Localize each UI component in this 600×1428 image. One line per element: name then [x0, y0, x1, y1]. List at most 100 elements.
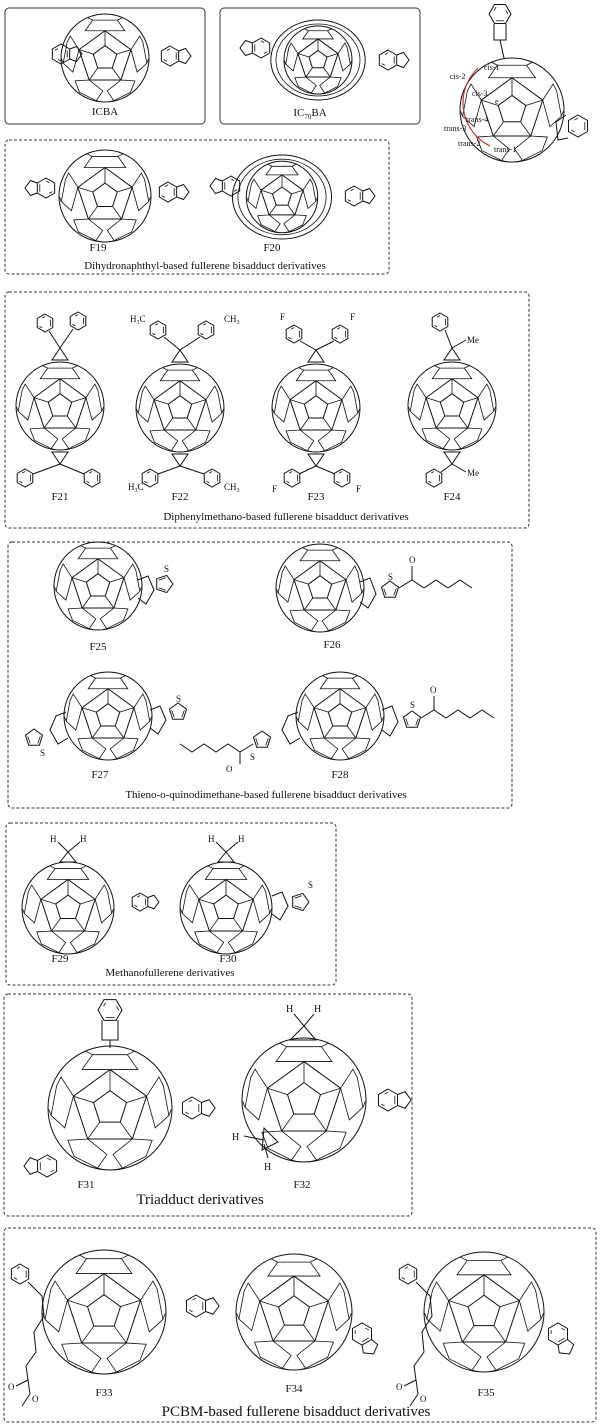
cyclopropane — [443, 451, 461, 465]
fullerene-cage — [242, 1038, 366, 1162]
ring-bridge — [271, 891, 289, 921]
compound-label: F23 — [307, 491, 325, 503]
fullerene-cage — [180, 862, 272, 954]
compound-label: F34 — [285, 1383, 303, 1395]
c70-cage — [271, 20, 365, 100]
cyclopropane — [171, 349, 189, 363]
sulfur-label: S — [164, 564, 169, 574]
methyl-label: H3C — [130, 314, 146, 326]
hydrogen-label: H — [264, 1162, 271, 1173]
panel-ic70ba: IC70BA — [219, 7, 421, 125]
fullerene-cage — [59, 150, 151, 242]
methyl-label: CH3 — [224, 482, 240, 494]
isomer-label-trans4: trans-4 — [466, 115, 488, 124]
panel-border — [4, 139, 390, 275]
ester-bond — [415, 1379, 419, 1395]
ring-bridge — [149, 705, 167, 735]
bond — [315, 465, 336, 475]
cyclopropane — [307, 453, 325, 467]
compound-label: F31 — [77, 1179, 94, 1191]
bond — [451, 339, 467, 349]
phenyl-ring — [17, 469, 33, 487]
benzo-ring-top — [489, 4, 511, 23]
panel-caption: Diphenylmethano-based fullerene bisadduc… — [163, 511, 408, 523]
bond — [59, 328, 74, 349]
fullerene-cage — [42, 1250, 166, 1374]
thiophene-ring — [169, 703, 186, 719]
carbonyl — [403, 1379, 417, 1387]
bond — [32, 463, 61, 475]
sulfur-label: S — [176, 694, 181, 704]
indene-ring — [132, 893, 159, 911]
oxygen-label: O — [409, 555, 416, 565]
hexanoyl-chain — [179, 743, 254, 753]
compound-label: F26 — [323, 639, 341, 651]
fullerene-cage — [16, 362, 104, 450]
panel-icba: ICBA — [4, 8, 206, 125]
panel-border — [3, 993, 413, 1217]
compound-label: F19 — [89, 242, 107, 254]
indene-right — [161, 46, 191, 66]
indene-left — [24, 1155, 57, 1177]
ring-bridge — [49, 711, 69, 745]
fullerene-cage — [61, 14, 149, 102]
tolyl-ring — [142, 469, 158, 487]
cyclopropane — [443, 347, 461, 361]
compound-label: F28 — [331, 769, 349, 781]
benzo-ring-top — [98, 1000, 122, 1021]
panel-border — [219, 7, 421, 125]
compound-label: F29 — [51, 953, 69, 965]
oxygen-label: O — [420, 1394, 427, 1404]
ring-bridge — [359, 577, 377, 609]
panel-triadduct: F31 H H H H F32 Triadduct derivatives — [3, 993, 413, 1217]
sulfur-label: S — [40, 748, 45, 758]
bond — [67, 841, 81, 853]
thiophene-ring — [25, 729, 42, 745]
fullerene-cage — [236, 1254, 352, 1370]
compound-label: F22 — [171, 491, 188, 503]
panel-border — [7, 541, 513, 809]
hydrogen-label: H — [238, 834, 245, 844]
tolyl-ring — [204, 469, 220, 487]
compound-label: F32 — [293, 1179, 310, 1191]
phenyl-ring — [399, 1264, 416, 1284]
isomer-label-cis1: cis-1 — [484, 63, 500, 72]
panel-diphenylmethano: F21 H3C CH3 H3C CH3 F22 F F F F F23 — [5, 291, 530, 529]
fluorophenyl-ring — [334, 469, 350, 487]
phenyl-ring — [84, 469, 100, 487]
bond — [303, 1013, 315, 1027]
oxygen-label: O — [396, 1382, 403, 1392]
indene-left — [210, 176, 240, 196]
indene-right — [378, 1089, 411, 1111]
phenyl-ring — [70, 312, 86, 330]
hydrogen-label: H — [232, 1132, 239, 1143]
thiophene-ring — [381, 581, 398, 597]
bond — [440, 463, 453, 473]
compound-label: F25 — [89, 641, 107, 653]
compound-label: F24 — [443, 491, 461, 503]
ester-chain — [413, 1281, 433, 1381]
bond — [179, 336, 201, 351]
ring-bridge — [137, 575, 155, 605]
hydrogen-label: H — [314, 1004, 321, 1015]
hydrogen-label: H — [208, 834, 215, 844]
bond — [293, 1013, 305, 1027]
phenyl-ring — [426, 469, 442, 487]
thiophene-ring — [253, 731, 270, 747]
bond — [444, 329, 453, 349]
bond — [48, 330, 61, 349]
fullerene-cage — [296, 672, 384, 760]
methoxy-bond — [409, 1393, 419, 1407]
thiophene-ring — [157, 575, 173, 592]
sulfur-label: S — [250, 752, 255, 762]
bridge-right — [555, 114, 569, 141]
hexanoyl-chain — [420, 709, 495, 719]
oxygen-label: O — [8, 1382, 15, 1392]
bond — [499, 39, 505, 59]
hydrogen-label: H — [50, 834, 57, 844]
indene-right — [159, 182, 189, 202]
indene-ring — [544, 1320, 579, 1359]
methoxy-bond — [21, 1393, 31, 1407]
tolyl-ring — [150, 321, 166, 339]
compound-label: ICBA — [92, 106, 118, 118]
